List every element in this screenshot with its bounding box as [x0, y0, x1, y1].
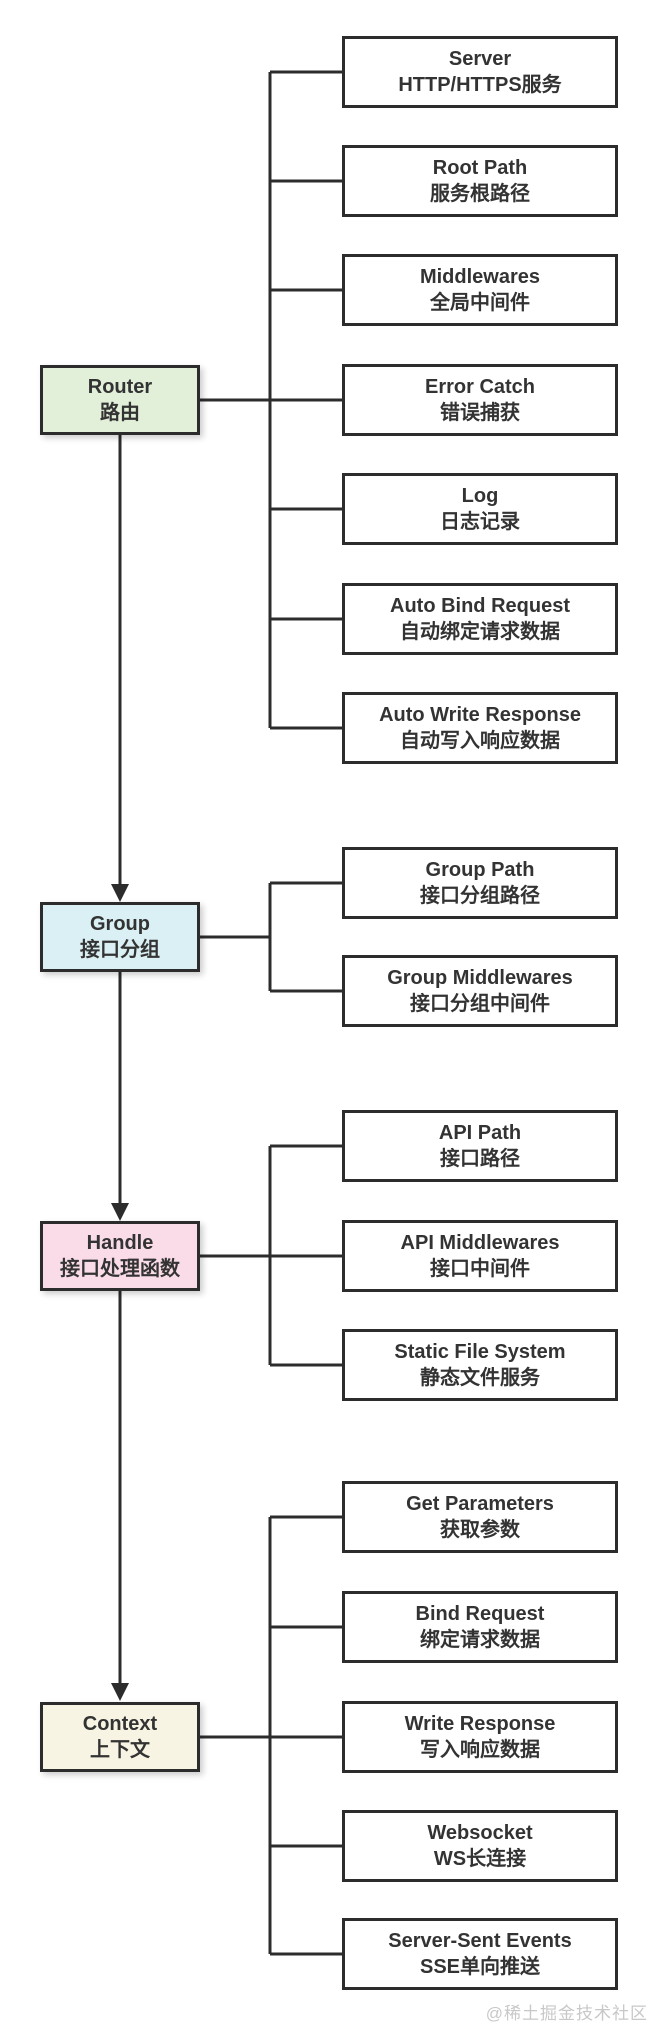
- child-box-auto-bind-request-label-zh: 自动绑定请求数据: [400, 621, 560, 643]
- child-box-middlewares: Middlewares 全局中间件: [342, 254, 618, 326]
- handle-box-label-en: Handle: [86, 1232, 154, 1254]
- child-box-log-label-zh: 日志记录: [440, 511, 520, 533]
- watermark: @稀土掘金技术社区: [485, 2004, 648, 2023]
- child-box-api-middlewares: API Middlewares 接口中间件: [342, 1220, 618, 1292]
- flow-arrowhead-0: [111, 884, 129, 902]
- child-box-websocket-label-en: Websocket: [427, 1822, 533, 1844]
- child-box-group-middlewares: Group Middlewares 接口分组中间件: [342, 955, 618, 1027]
- router-box: Router 路由: [40, 365, 200, 435]
- child-box-websocket-label-zh: WS长连接: [433, 1848, 527, 1870]
- child-box-server-sent-events-label-zh: SSE单向推送: [419, 1956, 541, 1978]
- group-box-label-zh: 接口分组: [80, 939, 160, 961]
- context-box-label-en: Context: [82, 1713, 158, 1735]
- child-box-api-path: API Path 接口路径: [342, 1110, 618, 1182]
- child-box-bind-request-label-en: Bind Request: [415, 1603, 545, 1625]
- child-box-auto-write-response-label-zh: 自动写入响应数据: [400, 730, 560, 752]
- handle-box: Handle 接口处理函数: [40, 1221, 200, 1291]
- child-box-log-label-en: Log: [461, 485, 499, 507]
- context-box-label-zh: 上下文: [90, 1739, 150, 1761]
- child-box-group-path-label-en: Group Path: [425, 859, 535, 881]
- child-box-write-response-label-en: Write Response: [404, 1713, 556, 1735]
- child-box-static-file-system-label-en: Static File System: [394, 1341, 566, 1363]
- child-box-log: Log 日志记录: [342, 473, 618, 545]
- group-box: Group 接口分组: [40, 902, 200, 972]
- flow-arrowhead-2: [111, 1683, 129, 1701]
- child-box-middlewares-label-zh: 全局中间件: [430, 292, 530, 314]
- child-box-group-middlewares-label-zh: 接口分组中间件: [410, 993, 550, 1015]
- child-box-get-parameters: Get Parameters 获取参数: [342, 1481, 618, 1553]
- child-box-root-path-label-zh: 服务根路径: [430, 183, 530, 205]
- child-box-api-middlewares-label-zh: 接口中间件: [430, 1258, 530, 1280]
- child-box-server-label-zh: HTTP/HTTPS服务: [398, 74, 562, 96]
- child-box-write-response-label-zh: 写入响应数据: [420, 1739, 540, 1761]
- router-box-label-zh: 路由: [100, 402, 140, 424]
- context-box: Context 上下文: [40, 1702, 200, 1772]
- handle-box-label-zh: 接口处理函数: [60, 1258, 180, 1280]
- child-box-group-path: Group Path 接口分组路径: [342, 847, 618, 919]
- child-box-bind-request: Bind Request 绑定请求数据: [342, 1591, 618, 1663]
- child-box-error-catch-label-zh: 错误捕获: [440, 402, 520, 424]
- child-box-server-label-en: Server: [448, 48, 512, 70]
- child-box-write-response: Write Response 写入响应数据: [342, 1701, 618, 1773]
- child-box-api-path-label-zh: 接口路径: [440, 1148, 520, 1170]
- group-box-label-en: Group: [90, 913, 150, 935]
- router-box-label-en: Router: [87, 376, 153, 398]
- child-box-api-path-label-en: API Path: [438, 1122, 522, 1144]
- child-box-static-file-system: Static File System 静态文件服务: [342, 1329, 618, 1401]
- child-box-group-path-label-zh: 接口分组路径: [420, 885, 540, 907]
- child-box-auto-bind-request: Auto Bind Request 自动绑定请求数据: [342, 583, 618, 655]
- child-box-bind-request-label-zh: 绑定请求数据: [420, 1629, 540, 1651]
- child-box-auto-write-response: Auto Write Response 自动写入响应数据: [342, 692, 618, 764]
- child-box-group-middlewares-label-en: Group Middlewares: [387, 967, 573, 989]
- child-box-root-path: Root Path 服务根路径: [342, 145, 618, 217]
- child-box-middlewares-label-en: Middlewares: [419, 266, 541, 288]
- child-box-server-sent-events-label-en: Server-Sent Events: [388, 1930, 572, 1952]
- child-box-get-parameters-label-zh: 获取参数: [440, 1519, 520, 1541]
- child-box-root-path-label-en: Root Path: [432, 157, 528, 179]
- child-box-error-catch-label-en: Error Catch: [424, 376, 536, 398]
- child-box-api-middlewares-label-en: API Middlewares: [400, 1232, 560, 1254]
- flow-arrowhead-1: [111, 1203, 129, 1221]
- child-box-static-file-system-label-zh: 静态文件服务: [420, 1367, 540, 1389]
- child-box-auto-bind-request-label-en: Auto Bind Request: [390, 595, 570, 617]
- child-box-auto-write-response-label-en: Auto Write Response: [379, 704, 581, 726]
- child-box-get-parameters-label-en: Get Parameters: [406, 1493, 554, 1515]
- child-box-error-catch: Error Catch 错误捕获: [342, 364, 618, 436]
